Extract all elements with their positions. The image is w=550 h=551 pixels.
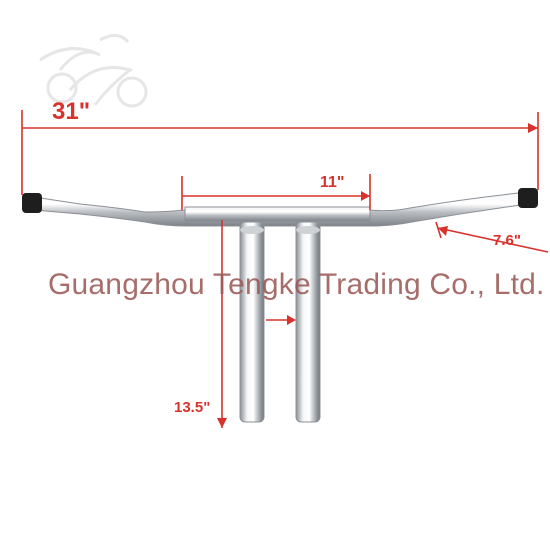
right-riser: [295, 221, 321, 423]
dimension-lines: [21, 110, 549, 428]
dimension-label-overall-width: 31": [52, 98, 91, 125]
motorcycle-swoosh-logo-icon: [39, 34, 148, 108]
dimension-label-riser-height: 13.5": [174, 399, 211, 416]
watermark-text: Guangzhou Tengke Trading Co., Ltd.: [48, 268, 545, 301]
handlebar: [22, 188, 538, 423]
right-grip: [518, 188, 538, 208]
center-crossbar: [184, 206, 371, 222]
dimension-label-center-width: 11": [320, 174, 345, 191]
left-riser: [239, 221, 265, 423]
dimension-label-grip-length: 7.6": [493, 232, 521, 249]
left-grip: [22, 193, 42, 213]
